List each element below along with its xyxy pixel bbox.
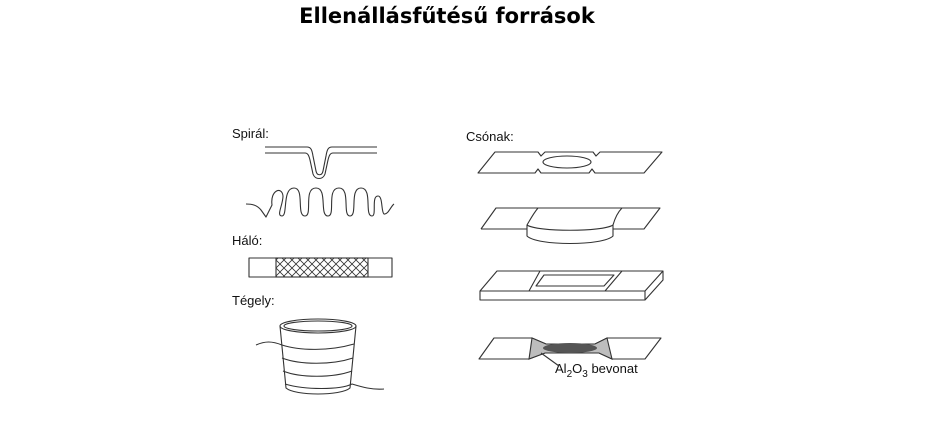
coating-label: Al2O3 bevonat: [555, 361, 638, 380]
page-title: Ellenállásfűtésű források: [299, 4, 595, 28]
label-spiral: Spirál:: [232, 126, 269, 141]
crucible: [255, 318, 385, 395]
coating-text: bevonat: [591, 361, 638, 376]
boat-trough: [479, 270, 664, 301]
mesh-strip: [248, 257, 393, 278]
boat-flat: [477, 151, 663, 174]
coating-sub-3: 3: [582, 369, 588, 380]
coating-al: Al: [555, 361, 567, 376]
coating-o: O: [572, 361, 583, 376]
boat-dimpled: [480, 207, 661, 245]
spiral-coil: [245, 187, 395, 218]
boat-coated: [478, 337, 662, 367]
coating-sub-2: 2: [566, 369, 573, 380]
label-tegely: Tégely:: [232, 293, 275, 308]
label-halo: Háló:: [232, 233, 263, 248]
spiral-v-filament: [265, 146, 377, 180]
label-csonak: Csónak:: [466, 129, 514, 144]
